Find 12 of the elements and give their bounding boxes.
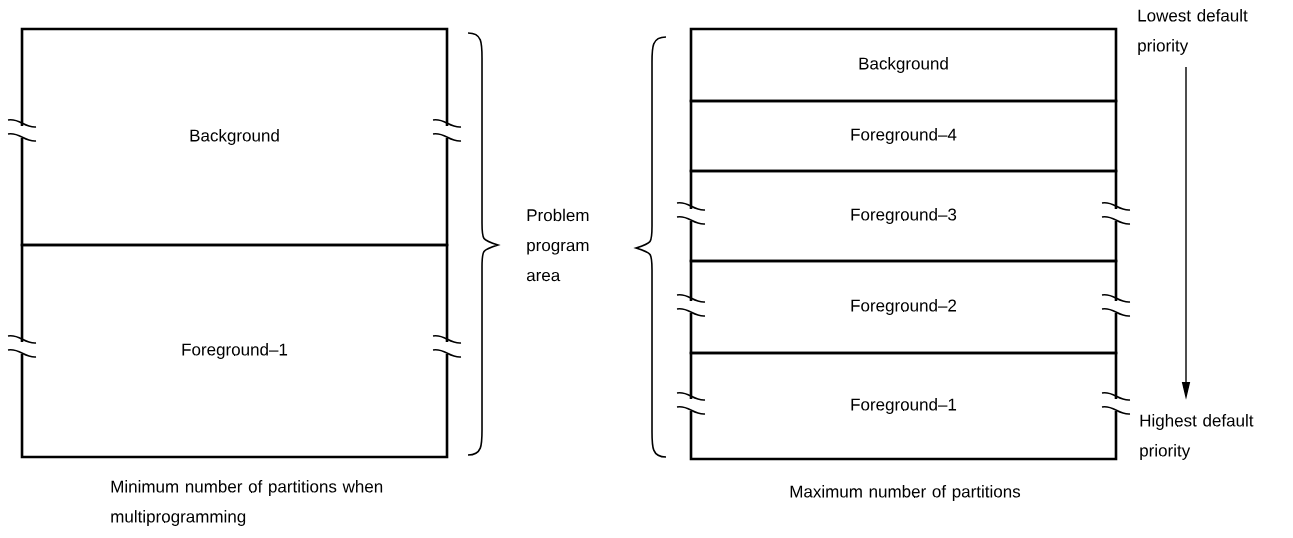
partition-box: Foreground–1 [20, 243, 449, 459]
partition-box: Foreground–3 [689, 169, 1118, 263]
label: Lowest default priority [1138, 9, 1248, 55]
partition-box: Foreground–1 [689, 351, 1118, 461]
partition-box: Foreground–2 [689, 259, 1118, 355]
label: Maximum number of partitions [790, 485, 1021, 501]
partition-box: Background [20, 27, 449, 247]
label: Minimum number of partitions when multiprogramming [111, 480, 383, 526]
partition-box: Background [689, 27, 1118, 103]
label: Highest default priority [1140, 414, 1254, 460]
label: Problem program area [526, 208, 589, 282]
partition-box: Foreground–4 [689, 99, 1118, 173]
